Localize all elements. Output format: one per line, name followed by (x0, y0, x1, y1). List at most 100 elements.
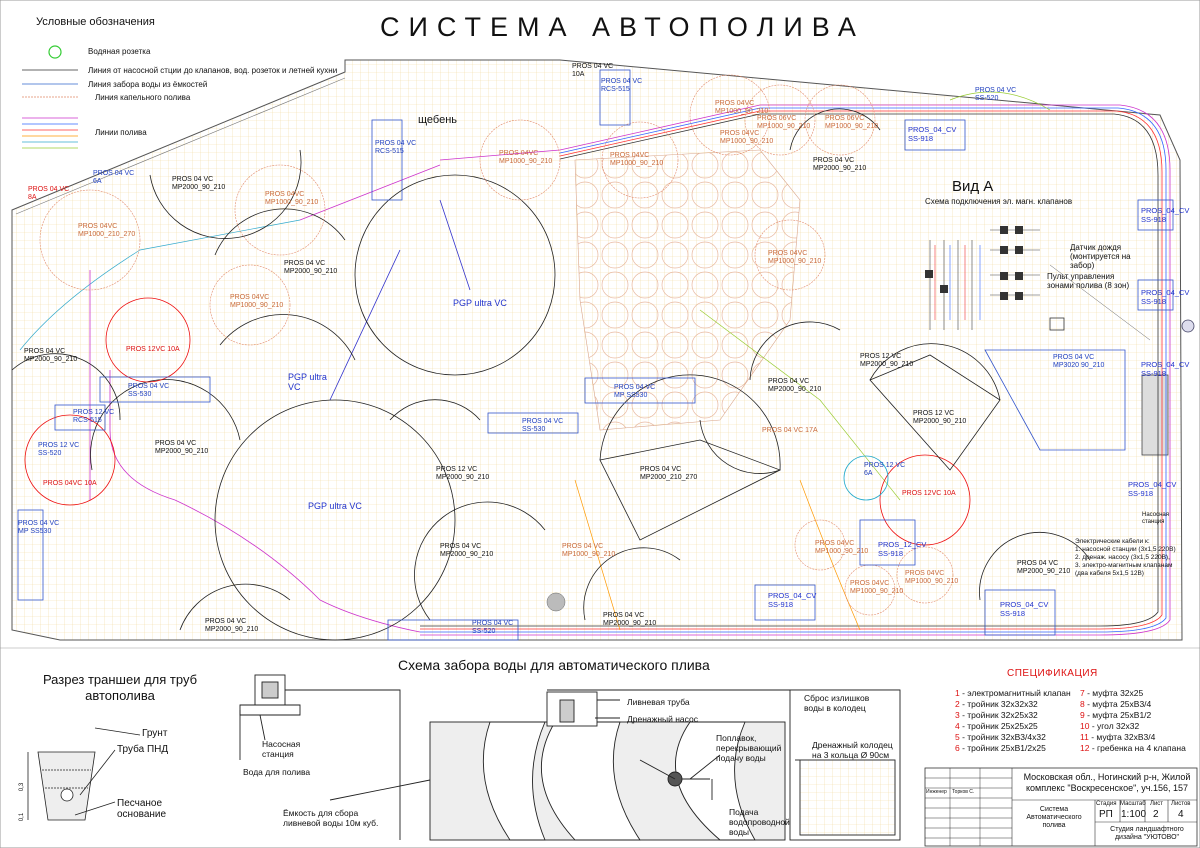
sprinkler-label: PROS 04 VC MP2000_90_210 (603, 612, 657, 627)
spec-item: 7 - муфта 32х25 (1080, 688, 1186, 699)
spec-item: 9 - муфта 25хВ1/2 (1080, 710, 1186, 721)
stamp-h-sheet: Лист (1150, 801, 1164, 807)
spec-item: 4 - тройник 25х25х25 (955, 721, 1071, 732)
sprinkler-label: PROS 04 VC MP3020 90_210 (1053, 354, 1105, 369)
sprinkler-label: PROS 04 VC MP2000_90_210 (1017, 560, 1071, 575)
valve-label: PROS_04_CV SS-918 (1000, 600, 1049, 618)
sprinkler-label: PROS 12VC 10A (126, 346, 180, 353)
stamp-sheet: 2 (1153, 809, 1159, 820)
legend-item-intake-line: Линия забора воды из ёмкостей (88, 80, 208, 89)
cable-line: 2. дренаж. насосу (3х1,5 220В), (1075, 554, 1170, 561)
sprinkler-label: PROS 04 VC MP2000_90_210 (284, 260, 338, 275)
cable-line: 1. насосной станции (3х1,5 220В) (1075, 546, 1176, 553)
sprinkler-label: PROS 04 VC MP2000_90_210 (155, 440, 209, 455)
stamp-sheets: 4 (1178, 809, 1184, 820)
spec-item: 6 - тройник 25хВ1/2х25 (955, 743, 1071, 754)
sprinkler-label: PROS 06VC MP1000_90_210 (825, 115, 879, 130)
intake-label: Ливневая труба (627, 697, 690, 707)
stamp-stage: РП (1099, 809, 1113, 820)
rain-sensor-label: Датчик дождя (монтируется на забор) (1070, 243, 1131, 270)
trench-dim-upper: 0,3 (19, 782, 26, 792)
cables-note: Электрические кабели к:1. насосной станц… (1075, 538, 1176, 578)
view-a-title: Вид А (952, 178, 994, 195)
sprinkler-label: PROS 04 VC MP SS530 (18, 520, 60, 535)
cable-line: (два кабеля 5х1,5 12В) (1075, 570, 1144, 577)
spec-text: - муфта 32хВ3/4 (1088, 732, 1156, 742)
sprinkler-label: PROS 04 VC MP2000_90_210 (440, 543, 494, 558)
spec-item: 10 - угол 32х32 (1080, 721, 1186, 732)
spec-number: 2 (955, 699, 960, 709)
control-panel-label: Пульт управления зонами полива (8 зон) (1047, 272, 1130, 290)
legend-item-irrigation-lines: Линии полива (95, 128, 147, 137)
sprinkler-label: PROS 04VC MP1000_90_210 (610, 152, 664, 167)
sprinkler-label: PROS 04 VC 17A (762, 427, 818, 434)
intake-label: Сброс излишков воды в колодец (804, 693, 870, 713)
sprinkler-label: PROS 04VC MP1000_90_210 (230, 294, 284, 309)
sprinkler-label: PROS 04VC MP1000_90_210 (850, 580, 904, 595)
spec-text: - угол 32х32 (1089, 721, 1140, 731)
rotor-label: PGP ultra VC (308, 501, 362, 511)
legend-item-pump-line: Линия от насосной стции до клапанов, вод… (88, 66, 338, 75)
valve-label: PROS_04_CV SS-918 (1141, 288, 1190, 306)
sprinkler-label: PROS 12 VC RCS-515 (73, 409, 115, 424)
legend-title: Условные обозначения (36, 16, 155, 28)
intake-label: Вода для полива (243, 767, 311, 777)
intake-label: Ёмкость для сбора ливневой воды 10м куб. (283, 808, 379, 828)
intake-label: Подача водопроводной воды (729, 807, 790, 837)
sprinkler-label: PROS 04VC MP1000_90_210 (815, 540, 869, 555)
spec-item: 3 - тройник 32х25х32 (955, 710, 1071, 721)
spec-number: 1 (955, 688, 960, 698)
intake-title: Схема забора воды для автоматического пл… (398, 657, 710, 673)
plaza-area (574, 149, 801, 431)
sprinkler-label: PROS 04 VC RCS-515 (375, 140, 417, 155)
spec-number: 11 (1080, 732, 1089, 742)
sprinkler-label: PROS 04VC MP1000_90_210 (905, 570, 959, 585)
sprinkler-label: PROS 04 VC SS-520 (975, 87, 1017, 102)
sprinkler-label: PROS 04 VC 8A (28, 186, 70, 201)
sprinkler-label: PROS 12 VC MP2000_90_210 (860, 353, 914, 368)
intake-label: Дренажный колодец на 3 кольца Ø 90см (812, 740, 893, 760)
sprinkler-label: PROS 12 VC 6A (864, 462, 906, 477)
sprinkler-label: PROS 04 VC SS-520 (472, 620, 514, 635)
valve-label: PROS_04_CV SS-918 (768, 591, 817, 609)
stamp-role: Инженер (926, 789, 947, 795)
trench-dim-lower: 0,1 (19, 812, 26, 822)
valve-label: PROS_04_CV SS-918 (1141, 206, 1190, 224)
sprinkler-label: PROS 04 VC 6A (93, 170, 135, 185)
spec-text: - тройник 25х25х25 (959, 721, 1038, 731)
spec-number: 10 (1080, 721, 1090, 731)
trench-label-soil: Грунт (142, 728, 168, 739)
trench-title: Разрез траншеи для труб автополива (42, 672, 198, 703)
spec-text: - тройник 32х32х32 (959, 699, 1038, 709)
spec-text: - электромагнитный клапан (959, 688, 1071, 698)
intake-label: Насосная станция (262, 739, 301, 759)
legend-item-drip-line: Линия капельного полива (95, 93, 191, 102)
intake-label: Дренажный насос (627, 714, 698, 724)
spec-number: 5 (955, 732, 960, 742)
spec-item: 1 - электромагнитный клапан (955, 688, 1071, 699)
sprinkler-label: PROS 12 VC MP2000_90_210 (436, 466, 490, 481)
rotor-label: PGP ultra VC (453, 298, 507, 308)
spec-number: 6 (955, 743, 960, 753)
spec-text: - тройник 32хВ3/4х32 (959, 732, 1046, 742)
trench-section (27, 727, 141, 821)
spec-number: 8 (1080, 699, 1085, 709)
intake-diagram (239, 674, 901, 841)
spec-number: 4 (955, 721, 960, 731)
sprinkler-label: PROS 12 VC SS-520 (38, 442, 80, 457)
sprinkler-label: PROS 04VC MP1000_90_210 (499, 150, 553, 165)
spec-text: - тройник 25хВ1/2х25 (959, 743, 1046, 753)
spec-item: 11 - муфта 32хВ3/4 (1080, 732, 1186, 743)
sprinkler-label: PROS 04 VC MP2000_210_270 (640, 466, 698, 481)
spec-title: СПЕЦИФИКАЦИЯ (1007, 668, 1098, 679)
spec-item: 2 - тройник 32х32х32 (955, 699, 1071, 710)
sprinkler-label: PROS 04 VC 10A (572, 63, 614, 78)
sprinkler-label: PROS 04VC MP1000_210_270 (78, 223, 136, 238)
spec-number: 12 (1080, 743, 1090, 753)
valve-label: PROS_12_CV SS-918 (878, 540, 927, 558)
sprinkler-label: PROS 04 VC SS-530 (128, 383, 170, 398)
legend-item-socket: Водяная розетка (88, 47, 151, 56)
sprinkler-label: PROS 04VC MP1000_90_210 (265, 191, 319, 206)
sprinkler-label: PROS 04VC 10A (43, 480, 97, 487)
